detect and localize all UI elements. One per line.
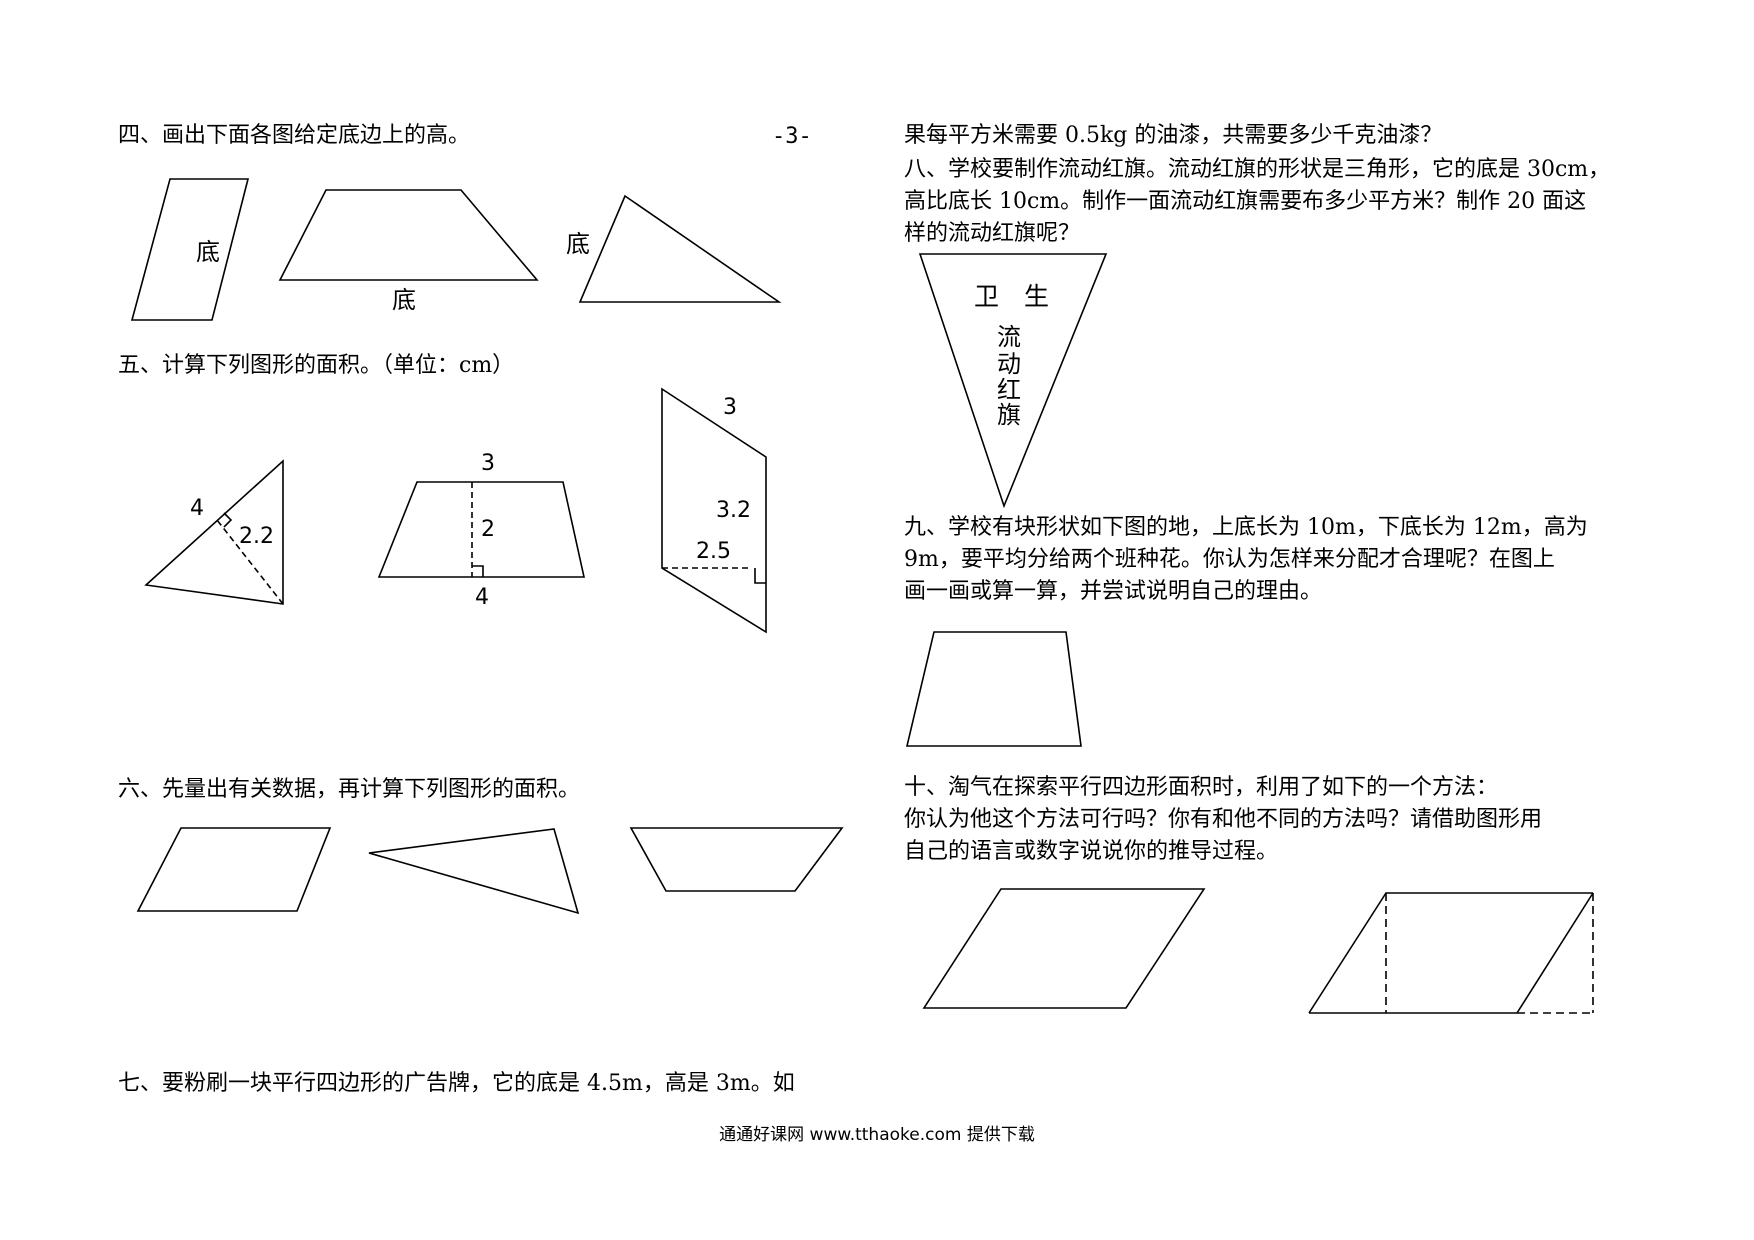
q10-line-1: 十、淘气在探索平行四边形面积时，利用了如下的一个方法： — [904, 775, 1499, 800]
q5-parallelogram-right-angle — [754, 568, 766, 584]
q6-trapezoid — [629, 827, 844, 892]
q5-parallelogram-side-label: 3 — [723, 395, 737, 420]
q10-transformed-figure — [1308, 892, 1594, 1014]
q8-flag-top-text: 卫 生 — [974, 282, 1049, 311]
q5-triangle-right-angle — [223, 512, 233, 528]
q8-line-2: 高比底长 10cm。制作一面流动红旗需要布多少平方米？制作 20 面这 — [904, 189, 1587, 214]
q5-parallelogram-height-b-label: 2.5 — [696, 539, 731, 564]
q5-trapezoid-top-label: 3 — [481, 451, 495, 476]
q5-trapezoid-bottom-label: 4 — [475, 585, 489, 610]
q9-line-1: 九、学校有块形状如下图的地，上底长为 10m，下底长为 12m，高为 — [904, 515, 1588, 540]
q9-line-2: 9m，要平均分给两个班种花。你认为怎样来分配才合理呢？在图上 — [904, 547, 1555, 572]
q9-line-3: 画一画或算一算，并尝试说明自己的理由。 — [904, 579, 1323, 604]
q6-triangle — [368, 828, 580, 915]
q8-line-3: 样的流动红旗呢？ — [904, 221, 1081, 246]
q10-line-2: 你认为他这个方法可行吗？你有和他不同的方法吗？请借助图形用 — [904, 807, 1543, 832]
q6-parallelogram — [136, 827, 332, 912]
q7-title: 七、要粉刷一块平行四边形的广告牌，它的底是 4.5m，高是 3m。如 — [118, 1071, 795, 1096]
page-number: -3- — [772, 124, 812, 149]
q4-trapezoid — [278, 189, 539, 281]
q10-parallelogram — [922, 888, 1206, 1009]
q4-title: 四、画出下面各图给定底边上的高。 — [118, 123, 471, 148]
q5-triangle-height-label: 2.2 — [239, 524, 274, 549]
q4-trapezoid-base-label: 底 — [392, 286, 416, 314]
q4-parallelogram-base-label: 底 — [196, 238, 220, 266]
q5-triangle-side-label: 4 — [190, 496, 204, 521]
q4-triangle — [578, 194, 782, 303]
q10-line-3: 自己的语言或数字说说你的推导过程。 — [904, 839, 1279, 864]
q5-parallelogram-height-a-label: 3.2 — [716, 498, 751, 523]
q8-flag-triangle — [918, 253, 1108, 509]
q4-parallelogram — [130, 178, 250, 321]
q5-parallelogram — [661, 387, 767, 634]
q8-line-1: 八、学校要制作流动红旗。流动红旗的形状是三角形，它的底是 30cm， — [904, 157, 1611, 182]
footer: 通通好课网 www.tthaoke.com 提供下载 — [719, 1125, 1035, 1145]
q8-flag-char-2: 动 — [997, 350, 1021, 378]
q8-flag-char-4: 旗 — [997, 401, 1021, 429]
q4-triangle-base-label: 底 — [566, 230, 590, 258]
q5-trapezoid — [377, 481, 585, 578]
q9-trapezoid — [905, 631, 1082, 747]
q6-title: 六、先量出有关数据，再计算下列图形的面积。 — [118, 777, 581, 802]
q7-continuation: 果每平方米需要 0.5kg 的油漆，共需要多少千克油漆？ — [904, 123, 1443, 148]
q5-title: 五、计算下列图形的面积。（单位：cm） — [118, 353, 515, 378]
q5-trapezoid-height-label: 2 — [481, 517, 495, 542]
q8-flag-char-3: 红 — [997, 376, 1021, 404]
q5-trapezoid-right-angle — [472, 565, 484, 577]
q8-flag-char-1: 流 — [997, 323, 1021, 351]
q5-triangle-height — [216, 519, 284, 605]
q5-triangle — [144, 459, 284, 605]
